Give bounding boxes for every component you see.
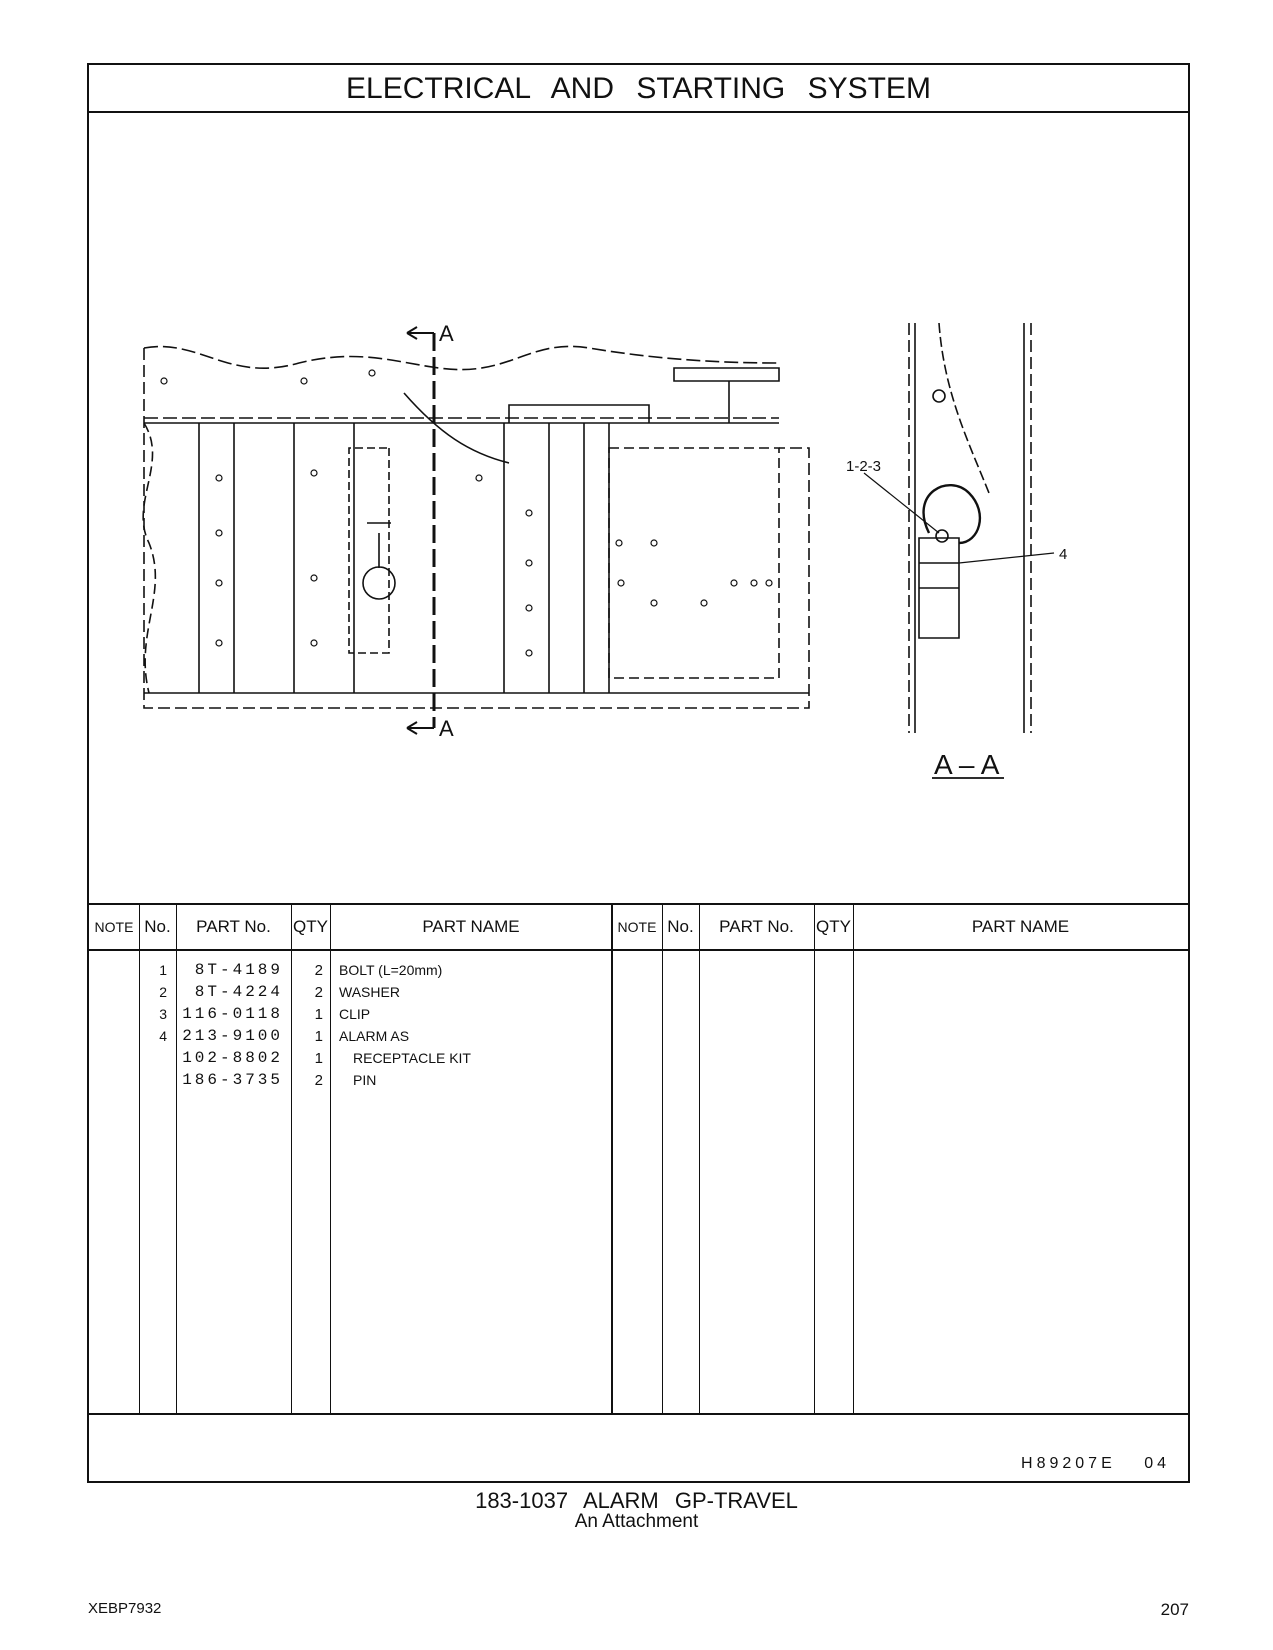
part-number: 116-0118 (182, 1005, 283, 1023)
item-number: 2 (159, 984, 167, 1000)
part-number: 213-9100 (182, 1027, 283, 1045)
col-header-part-name: PART NAME (971, 917, 1070, 936)
part-number: 102-8802 (182, 1049, 283, 1067)
item-number (143, 1069, 167, 1092)
column-divider (291, 903, 292, 1415)
part-number: 186-3735 (182, 1071, 283, 1089)
col-header-part-no: PART No. (719, 917, 794, 936)
column-divider (814, 903, 815, 1415)
section-view-label: A – A (934, 749, 1000, 780)
group-caption: 183-1037 ALARM GP-TRAVEL (475, 1488, 798, 1513)
part-name: CLIP (339, 1006, 371, 1022)
column-divider (853, 903, 854, 1415)
part-name: BOLT (L=20mm) (339, 962, 443, 978)
quantity: 2 (314, 962, 323, 979)
part-number: 8T-4224 (194, 983, 283, 1001)
column-divider (699, 903, 700, 1415)
col-header-part-name: PART NAME (422, 917, 520, 936)
group-subtitle: An Attachment (574, 1511, 699, 1532)
quantity: 1 (314, 1006, 323, 1023)
column-divider (176, 903, 177, 1415)
item-number: 4 (159, 1028, 167, 1044)
parts-table-header (89, 903, 1188, 951)
section-marker-top: A (439, 321, 454, 346)
item-number: 1 (159, 962, 167, 978)
col-header-note: NOTE (94, 919, 134, 935)
item-number: 3 (159, 1006, 167, 1022)
parts-table-body (89, 951, 1188, 1415)
col-header-part-no: PART No. (196, 917, 271, 936)
quantity: 1 (314, 1050, 323, 1067)
part-name: PIN (353, 1072, 377, 1088)
part-name: RECEPTACLE KIT (353, 1050, 471, 1066)
column-divider (139, 903, 140, 1415)
col-header-no: No. (144, 917, 171, 936)
col-header-qty: QTY (816, 917, 851, 936)
document-id: XEBP7932 (88, 1600, 162, 1617)
col-header-no: No. (667, 917, 694, 936)
column-divider (330, 903, 331, 1415)
callout-label: 1-2-3 (846, 458, 882, 475)
parts-illustration: A A 1-2-3 4 A – A (89, 113, 1188, 903)
col-header-qty: QTY (293, 917, 328, 936)
frame-drawing (142, 322, 1055, 779)
part-number: 8T-4189 (194, 961, 283, 979)
section-marker-bottom: A (439, 716, 454, 741)
item-number (143, 1047, 167, 1070)
col-header-note: NOTE (617, 919, 657, 935)
quantity: 2 (314, 984, 323, 1001)
part-name: ALARM AS (339, 1028, 410, 1044)
catalog-page-frame: ELECTRICAL AND STARTING SYSTEM (87, 63, 1190, 1483)
column-divider (662, 903, 663, 1415)
page-title: ELECTRICAL AND STARTING SYSTEM (89, 65, 1188, 113)
quantity: 1 (314, 1028, 323, 1045)
part-name: WASHER (339, 984, 400, 1000)
column-divider (611, 903, 613, 1415)
callout-label: 4 (1059, 546, 1068, 563)
illustration-code: H89207E 04 (1021, 1455, 1170, 1472)
page-number: 207 (1160, 1600, 1189, 1619)
quantity: 2 (314, 1072, 323, 1089)
